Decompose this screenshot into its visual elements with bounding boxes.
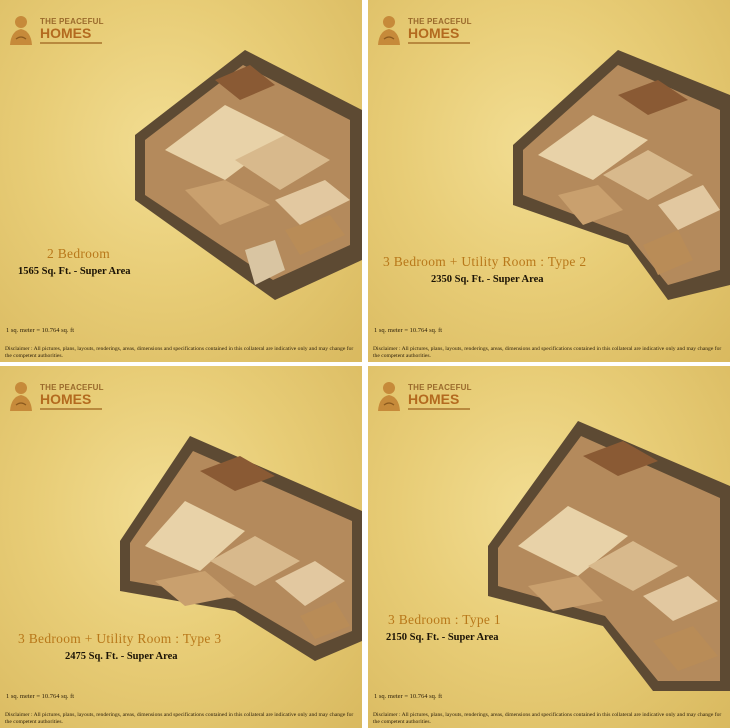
buddha-icon	[378, 382, 400, 411]
unit-title: 3 Bedroom : Type 1	[388, 612, 501, 627]
brand-name-line1: THE PEACEFUL	[40, 383, 104, 392]
floor-plan-panel-3-bedroom-type-1: THE PEACEFUL HOMES 3 Bedroom : Type 1 21…	[368, 366, 730, 728]
buddha-icon	[378, 16, 400, 45]
unit-conversion: 1 sq. meter = 10.764 sq. ft	[374, 327, 443, 334]
brand-divider	[40, 408, 102, 410]
brand-logo: THE PEACEFUL HOMES	[7, 380, 117, 414]
unit-area: 2350 Sq. Ft. - Super Area	[431, 274, 544, 285]
unit-area: 2150 Sq. Ft. - Super Area	[386, 632, 499, 643]
brand-name-line2: HOMES	[408, 25, 460, 41]
brand-name-line2: HOMES	[408, 391, 460, 407]
brand-divider	[40, 42, 102, 44]
brand-name-line2: HOMES	[40, 25, 92, 41]
floor-plan-render	[488, 421, 730, 691]
floor-plan-panel-3-bedroom-utility-type-2: THE PEACEFUL HOMES 3 Bedroom + Utility R…	[368, 0, 730, 362]
unit-title: 3 Bedroom + Utility Room : Type 2	[383, 254, 587, 269]
disclaimer-text: Disclaimer : All pictures, plans, layout…	[5, 712, 354, 725]
disclaimer-text: Disclaimer : All pictures, plans, layout…	[373, 346, 722, 359]
brand-logo: THE PEACEFUL HOMES	[375, 380, 485, 414]
unit-conversion: 1 sq. meter = 10.764 sq. ft	[6, 327, 75, 334]
brand-divider	[408, 408, 470, 410]
brand-logo: THE PEACEFUL HOMES	[7, 14, 117, 48]
floor-plan-panel-3-bedroom-utility-type-3: THE PEACEFUL HOMES 3 Bedroom + Utility R…	[0, 366, 362, 728]
floor-plan-render	[513, 50, 730, 300]
buddha-icon	[10, 16, 32, 45]
unit-title: 3 Bedroom + Utility Room : Type 3	[18, 631, 222, 646]
brand-name-line1: THE PEACEFUL	[408, 17, 472, 26]
unit-conversion: 1 sq. meter = 10.764 sq. ft	[6, 693, 75, 700]
disclaimer-text: Disclaimer : All pictures, plans, layout…	[373, 712, 722, 725]
floor-plan-panel-2-bedroom: THE PEACEFUL HOMES 2 Bedroom 1565 Sq. Ft…	[0, 0, 362, 362]
buddha-icon	[10, 382, 32, 411]
disclaimer-text: Disclaimer : All pictures, plans, layout…	[5, 346, 354, 359]
unit-title: 2 Bedroom	[47, 246, 111, 261]
unit-conversion: 1 sq. meter = 10.764 sq. ft	[374, 693, 443, 700]
brand-divider	[408, 42, 470, 44]
brand-name-line2: HOMES	[40, 391, 92, 407]
brand-logo: THE PEACEFUL HOMES	[375, 14, 485, 48]
floor-plan-render	[135, 50, 362, 300]
brand-name-line1: THE PEACEFUL	[408, 383, 472, 392]
brand-name-line1: THE PEACEFUL	[40, 17, 104, 26]
unit-area: 1565 Sq. Ft. - Super Area	[18, 266, 131, 277]
unit-area: 2475 Sq. Ft. - Super Area	[65, 651, 178, 662]
floor-plan-render	[120, 436, 362, 661]
